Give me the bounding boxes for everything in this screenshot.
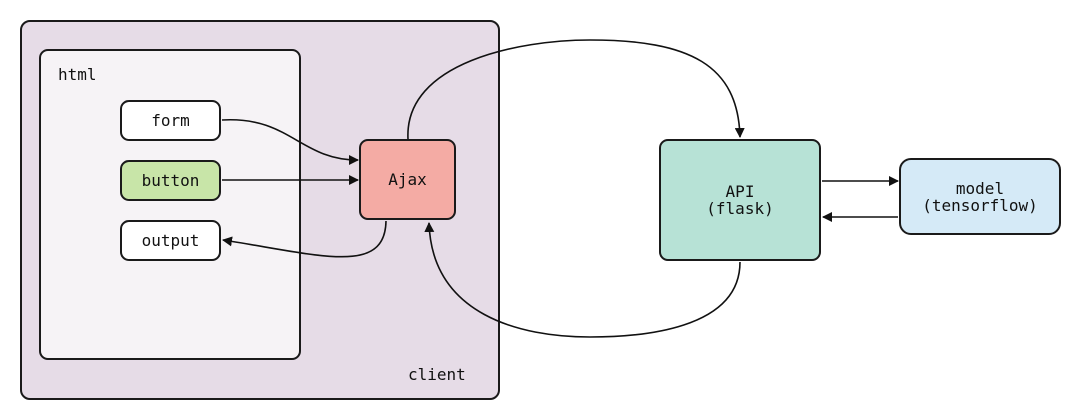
html-container-label: html <box>58 65 97 84</box>
form-node: form <box>120 100 221 141</box>
model-node: model (tensorflow) <box>899 158 1061 235</box>
ajax-node: Ajax <box>359 139 456 220</box>
output-node: output <box>120 220 221 261</box>
html-container <box>39 49 301 360</box>
client-container-label: client <box>408 365 466 384</box>
button-node: button <box>120 160 221 201</box>
api-node: API (flask) <box>659 139 821 261</box>
